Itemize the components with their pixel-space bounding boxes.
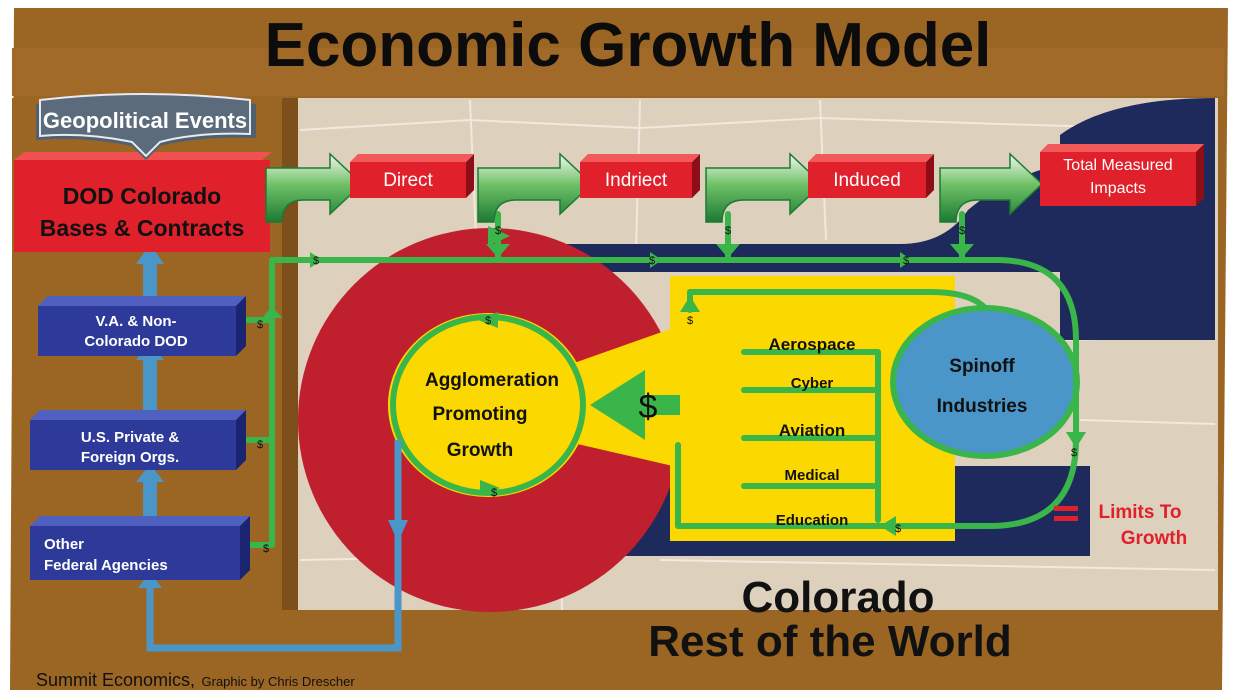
- stage-indirect-label: Indriect: [605, 170, 668, 191]
- industry-cyber: Cyber: [791, 375, 834, 392]
- agglomeration-ellipse: [388, 313, 588, 497]
- credit-text: Summit Economics, Graphic by Chris Dresc…: [36, 670, 355, 690]
- stage-direct-label: Direct: [383, 170, 433, 191]
- blue-return-flow: [146, 440, 402, 652]
- sidebar-box-1: [38, 296, 246, 356]
- sidebar-box-1-line1: V.A. & Non-: [95, 313, 176, 330]
- agglomeration-line1: Agglomeration: [425, 370, 559, 391]
- credit-sub: Graphic by Chris Drescher: [202, 674, 356, 689]
- dollar-icon: $: [263, 543, 269, 555]
- spinoff-line2: Industries: [937, 396, 1028, 417]
- dollar-icon: $: [959, 225, 965, 237]
- sidebar-divider: [282, 98, 298, 610]
- sidebar-box-3-line1: Other: [44, 536, 84, 553]
- sidebar-box-2-line2: Foreign Orgs.: [81, 449, 179, 466]
- credit-main: Summit Economics,: [36, 670, 195, 690]
- geopolitical-banner: [36, 93, 256, 160]
- navy-region-upper: [560, 98, 1215, 340]
- region-colorado-label: Colorado: [741, 573, 934, 622]
- limits-equals-icon: [1054, 506, 1078, 521]
- page-title: Economic Growth Model: [265, 11, 992, 80]
- dollar-icon: $: [903, 255, 909, 267]
- industry-aerospace: Aerospace: [769, 335, 856, 354]
- dollar-icon: $: [495, 225, 501, 237]
- dollar-markers: $ $ $ $ $ $ $ $ $ $ $ $ $ $: [257, 225, 1077, 555]
- dollar-icon: $: [1071, 447, 1077, 459]
- agglomeration-line2: Promoting: [433, 404, 528, 425]
- agglomeration-line3: Growth: [447, 440, 514, 461]
- dollar-icon: $: [725, 225, 731, 237]
- dod-box-line1: DOD Colorado: [63, 183, 221, 209]
- dollar-big-icon: $: [639, 388, 658, 426]
- industry-education: Education: [776, 512, 849, 529]
- dollar-icon: $: [687, 315, 693, 327]
- dollar-icon: $: [895, 523, 901, 535]
- dollar-icon: $: [257, 439, 263, 451]
- stage-total-line2: Impacts: [1090, 180, 1146, 197]
- sidebar-box-3: [30, 516, 250, 580]
- spinoff-line1: Spinoff: [949, 356, 1015, 377]
- limits-line2: Growth: [1121, 528, 1188, 549]
- stage-box-indirect: [580, 154, 700, 198]
- stage-induced-label: Induced: [833, 170, 901, 191]
- spinoff-ellipse: [895, 310, 1075, 454]
- geopolitical-events-label: Geopolitical Events: [43, 108, 247, 133]
- dollar-arrow: [590, 370, 680, 440]
- stage-box-direct: [350, 154, 474, 198]
- sidebar-box-2: [30, 410, 246, 470]
- industry-aviation: Aviation: [779, 421, 845, 440]
- dod-main-box: [14, 152, 272, 252]
- sidebar-box-3-line2: Federal Agencies: [44, 557, 168, 574]
- dollar-icon: $: [313, 255, 319, 267]
- region-world-label: Rest of the World: [648, 617, 1011, 666]
- title-band: [12, 48, 1224, 96]
- stage-arrows: [265, 152, 1044, 223]
- limits-line1: Limits To: [1098, 502, 1181, 523]
- industry-medical: Medical: [784, 467, 839, 484]
- dollar-icon: $: [257, 319, 263, 331]
- green-flow-arrowheads: [262, 226, 1086, 536]
- green-flow-lines: [235, 211, 1080, 548]
- dollar-icon: $: [485, 315, 491, 327]
- stage-box-induced: [808, 154, 934, 198]
- stage-total-line1: Total Measured: [1063, 157, 1172, 174]
- dollar-icon: $: [649, 255, 655, 267]
- stage-box-total: [1040, 144, 1204, 206]
- dollar-icon: $: [491, 487, 497, 499]
- sidebar-box-2-line1: U.S. Private &: [81, 429, 180, 446]
- dod-box-line2: Bases & Contracts: [40, 215, 245, 241]
- sidebar-box-1-line2: Colorado DOD: [84, 333, 187, 350]
